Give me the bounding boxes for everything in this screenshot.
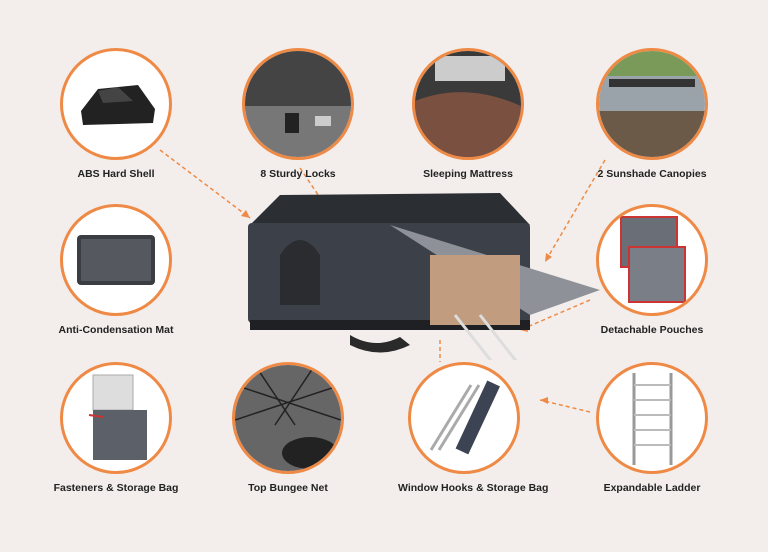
- feature-expandable-ladder: Expandable Ladder: [586, 362, 718, 494]
- feature-top-bungee-net: Top Bungee Net: [222, 362, 354, 494]
- feature-label: Detachable Pouches: [600, 324, 704, 336]
- feature-label: Expandable Ladder: [603, 482, 701, 494]
- lock-icon: [242, 48, 354, 160]
- hard-shell-icon: [60, 48, 172, 160]
- pouch-icon: [596, 204, 708, 316]
- window-hooks-icon: [408, 362, 520, 474]
- feature-abs-hard-shell: ABS Hard Shell: [50, 48, 182, 180]
- feature-window-hooks-storage-bag: Window Hooks & Storage Bag: [398, 362, 549, 494]
- canopy-icon: [596, 48, 708, 160]
- feature-label: Fasteners & Storage Bag: [53, 482, 179, 494]
- feature-sleeping-mattress: Sleeping Mattress: [402, 48, 534, 180]
- feature-label: Window Hooks & Storage Bag: [398, 482, 549, 494]
- feature-label: Top Bungee Net: [248, 482, 328, 494]
- feature-fasteners-storage-bag: Fasteners & Storage Bag: [50, 362, 182, 494]
- feature-detachable-pouches: Detachable Pouches: [586, 204, 718, 336]
- rooftop-tent-illustration: [248, 193, 600, 360]
- feature-label: 2 Sunshade Canopies: [597, 168, 707, 180]
- mattress-icon: [412, 48, 524, 160]
- mat-icon: [60, 204, 172, 316]
- feature-label: ABS Hard Shell: [77, 168, 155, 180]
- fastener-bag-icon: [60, 362, 172, 474]
- ladder-icon: [596, 362, 708, 474]
- feature-sunshade-canopies: 2 Sunshade Canopies: [586, 48, 718, 180]
- feature-label: Anti-Condensation Mat: [58, 324, 174, 336]
- feature-label: Sleeping Mattress: [423, 168, 513, 180]
- feature-label: 8 Sturdy Locks: [260, 168, 336, 180]
- feature-sturdy-locks: 8 Sturdy Locks: [232, 48, 364, 180]
- feature-anti-condensation-mat: Anti-Condensation Mat: [50, 204, 182, 336]
- bungee-net-icon: [232, 362, 344, 474]
